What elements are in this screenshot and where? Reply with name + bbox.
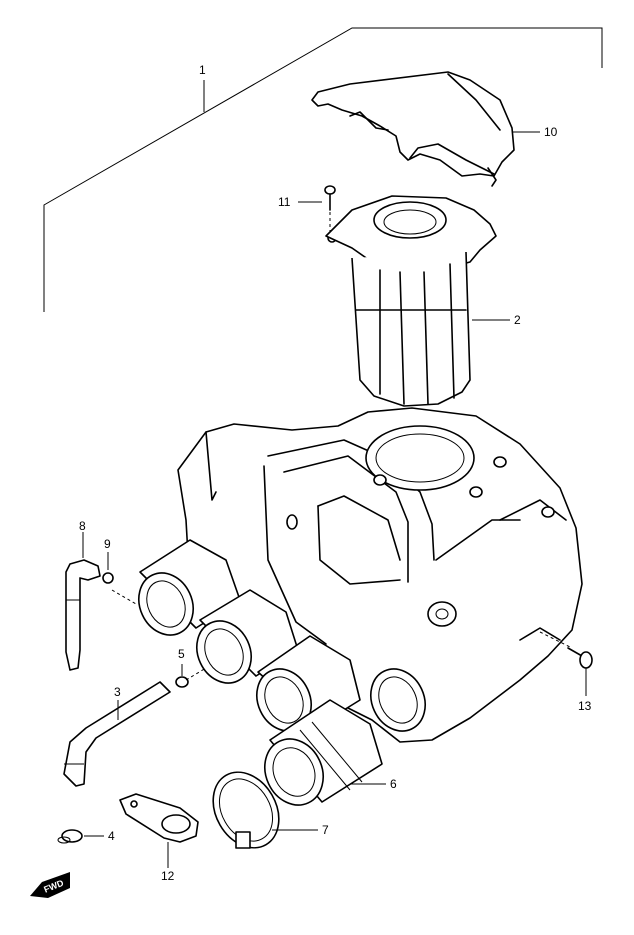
- plug: [57, 829, 83, 844]
- callout-7: 7: [322, 823, 329, 837]
- hose: [65, 559, 101, 671]
- callout-8: 8: [79, 519, 86, 533]
- intake-boot-1: [138, 539, 241, 636]
- intake-funnel: [264, 699, 383, 806]
- callout-2: 2: [514, 313, 521, 327]
- intake-boot-4: [370, 668, 426, 732]
- callout-6: 6: [390, 777, 397, 791]
- forward-arrow-icon: FWD: [30, 872, 70, 898]
- bracket-plate: [119, 793, 199, 843]
- callout-3: 3: [114, 685, 121, 699]
- drain-tube: [63, 681, 171, 787]
- intake-boot-2: [196, 589, 299, 684]
- callout-4: 4: [108, 829, 115, 843]
- callout-12: 12: [161, 869, 175, 883]
- air-filter-element: [325, 195, 497, 407]
- clamp: [212, 771, 280, 849]
- assembly-bracket: [43, 27, 603, 312]
- callout-9: 9: [104, 537, 111, 551]
- callout-5: 5: [178, 647, 185, 661]
- callout-1: 1: [199, 63, 206, 77]
- callout-11: 11: [278, 195, 291, 209]
- air-cleaner-cover: [311, 71, 515, 187]
- callout-13: 13: [578, 699, 592, 713]
- clip-5: [175, 667, 207, 688]
- clip-9: [102, 572, 137, 605]
- callout-10: 10: [544, 125, 558, 139]
